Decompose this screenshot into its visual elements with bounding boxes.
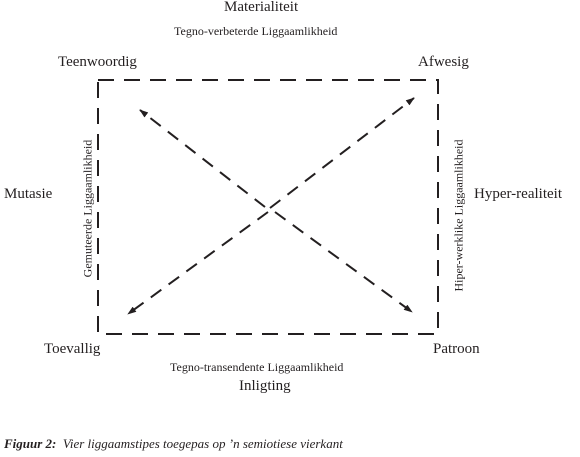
corner-top-left-label: Teenwoordig — [58, 54, 137, 70]
bottom-inner-label: Tegno-transendente Liggaamlikheid — [170, 360, 344, 374]
corner-bottom-left-label: Toevallig — [44, 341, 101, 357]
semiotic-square-diagram — [97, 79, 439, 335]
diagonal-arrow-top-right — [269, 97, 415, 209]
side-right-inner-label: Hiper-werklike Liggaamlikheid — [451, 139, 466, 292]
corner-bottom-right-label: Patroon — [433, 341, 480, 357]
top-inner-label: Tegno-verbeterde Liggaamlikheid — [174, 24, 338, 38]
diagonal-arrow-bottom-left — [127, 211, 269, 315]
diagonal-arrow-bottom-right — [274, 211, 413, 313]
figure-caption-text: Vier liggaamstipes toegepas op ’n semiot… — [62, 436, 343, 451]
semiotic-square-frame — [97, 79, 439, 335]
diagonal-arrow-top-left — [139, 109, 266, 208]
figure-caption-label: Figuur 2: — [4, 436, 57, 451]
side-left-inner-label: Gemuteerde Liggaamlikheid — [80, 139, 95, 278]
side-right-outer-label: Hyper-realiteit — [474, 186, 562, 202]
corner-top-right-label: Afwesig — [418, 54, 469, 70]
top-outer-label: Materialiteit — [224, 0, 299, 15]
bottom-outer-label: Inligting — [239, 378, 291, 394]
side-left-outer-label: Mutasie — [4, 186, 53, 202]
figure-caption: Figuur 2: Vier liggaamstipes toegepas op… — [4, 436, 343, 452]
